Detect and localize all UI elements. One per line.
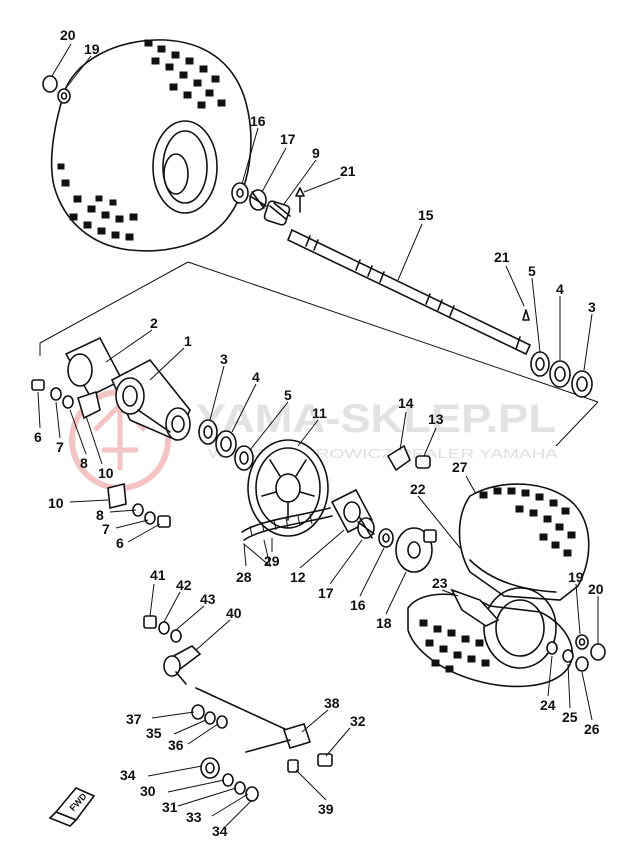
part-label-26: 26 [584, 721, 600, 737]
part-label-8: 8 [96, 507, 104, 523]
part-label-23: 23 [432, 575, 448, 591]
part-label-18: 18 [376, 615, 392, 631]
part-label-36: 36 [168, 737, 184, 753]
axle-nut-top [42, 75, 71, 104]
hub-parts-top [231, 182, 305, 226]
part-label-33: 33 [186, 809, 202, 825]
part-label-42: 42 [176, 577, 192, 593]
part-label-16: 16 [250, 113, 266, 129]
part-label-7: 7 [56, 439, 64, 455]
tire-tread-blocks [57, 39, 226, 241]
part-label-34: 34 [212, 823, 228, 839]
clip-and-cap [386, 444, 431, 472]
part-label-39: 39 [318, 801, 334, 817]
housing-bolts-bottom [107, 482, 171, 528]
watermark-title: YAMA-SKLEP.PL [196, 397, 556, 441]
part-label-6: 6 [34, 429, 42, 445]
part-label-13: 13 [428, 411, 444, 427]
part-label-2: 2 [150, 315, 158, 331]
part-label-29: 29 [264, 553, 280, 569]
part-label-21: 21 [494, 249, 510, 265]
part-label-14: 14 [398, 395, 414, 411]
part-label-20: 20 [60, 27, 76, 43]
part-label-10: 10 [48, 495, 64, 511]
part-label-19: 19 [568, 569, 584, 585]
tire-tread-blocks-right [419, 487, 576, 673]
brake-linkage [143, 615, 333, 802]
part-label-4: 4 [556, 281, 564, 297]
forward-direction-marker: FWD [48, 787, 96, 827]
part-label-17: 17 [280, 131, 296, 147]
part-label-22: 22 [410, 481, 426, 497]
part-label-16: 16 [350, 597, 366, 613]
part-label-10: 10 [98, 465, 114, 481]
part-labels: 20 19 16 17 9 21 15 21 5 4 3 2 1 3 4 5 1… [34, 27, 604, 839]
part-label-24: 24 [540, 697, 556, 713]
part-label-38: 38 [324, 695, 340, 711]
rear-axle [286, 228, 532, 356]
bearings-right [530, 351, 593, 398]
part-label-15: 15 [418, 207, 434, 223]
assembly-frame [39, 261, 599, 447]
part-label-5: 5 [528, 263, 536, 279]
part-label-40: 40 [226, 605, 242, 621]
part-label-31: 31 [162, 799, 178, 815]
rear-sprocket [247, 439, 329, 537]
part-label-6: 6 [116, 535, 124, 551]
part-label-19: 19 [84, 41, 100, 57]
hub-nuts-right [450, 588, 606, 672]
leader-lines [37, 43, 599, 827]
part-label-34: 34 [120, 767, 136, 783]
part-label-37: 37 [126, 711, 142, 727]
part-label-7: 7 [102, 521, 110, 537]
brake-hub-parts [330, 488, 437, 573]
part-label-9: 9 [312, 145, 320, 161]
housing-bolts-top [31, 379, 74, 409]
part-label-30: 30 [140, 783, 156, 799]
part-label-4: 4 [252, 369, 260, 385]
axle-housing [64, 336, 191, 442]
part-label-5: 5 [284, 387, 292, 403]
part-label-28: 28 [236, 569, 252, 585]
right-rear-tire [407, 483, 590, 688]
part-label-1: 1 [184, 333, 192, 349]
part-label-43: 43 [200, 591, 216, 607]
drive-chain [241, 507, 333, 541]
part-label-35: 35 [146, 725, 162, 741]
left-rear-tire [50, 39, 252, 252]
part-label-12: 12 [290, 569, 306, 585]
part-label-3: 3 [220, 351, 228, 367]
part-label-11: 11 [312, 405, 327, 421]
part-label-20: 20 [588, 581, 604, 597]
part-label-8: 8 [80, 455, 88, 471]
part-label-41: 41 [150, 567, 166, 583]
part-label-3: 3 [588, 299, 596, 315]
part-label-17: 17 [318, 585, 334, 601]
part-label-32: 32 [350, 713, 366, 729]
part-label-27: 27 [452, 459, 468, 475]
part-label-25: 25 [562, 709, 578, 725]
part-label-21: 21 [340, 163, 356, 179]
bearings-left [198, 419, 254, 471]
